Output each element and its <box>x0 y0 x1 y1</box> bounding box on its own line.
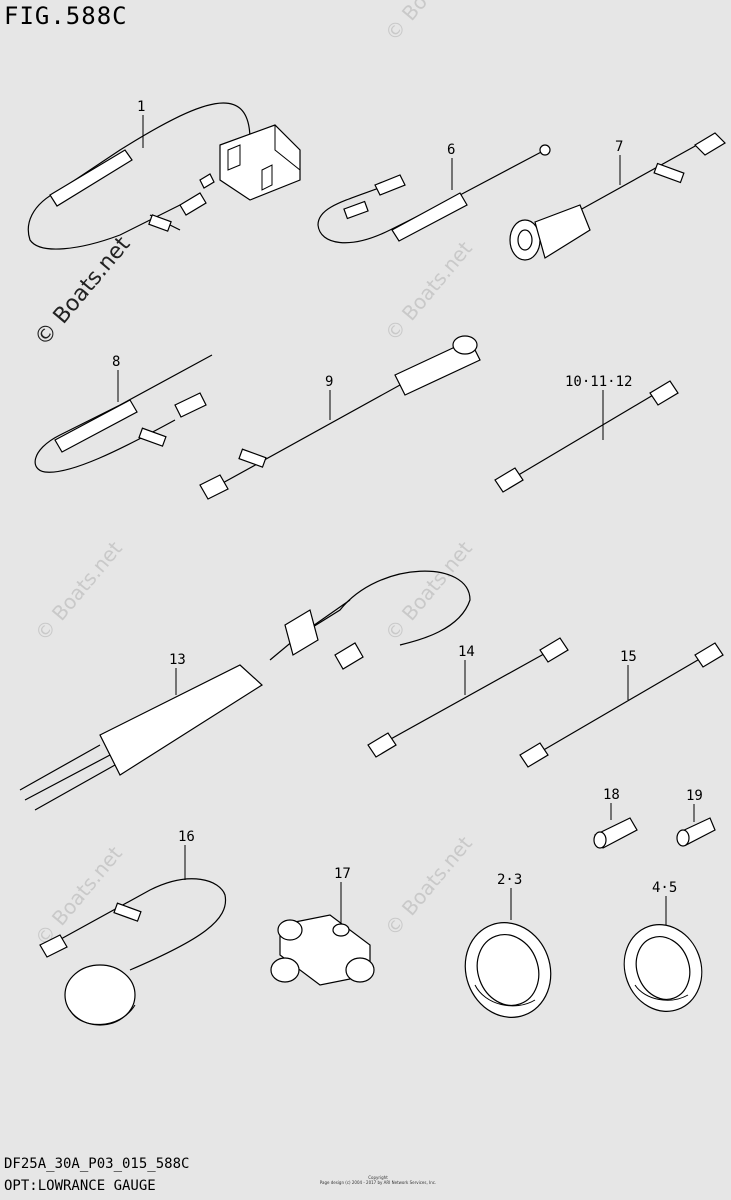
label-16: 16 <box>178 829 195 845</box>
part-8-power-cable[interactable] <box>34 354 213 473</box>
diagram-code: DF25A_30A_P03_015_588C <box>4 1156 190 1172</box>
part-4-5-gauge-ring[interactable] <box>612 896 714 1022</box>
part-15-cable[interactable] <box>519 642 724 768</box>
part-19-terminator[interactable] <box>676 804 716 847</box>
part-6-sensor-cable[interactable] <box>317 144 551 244</box>
label-7: 7 <box>615 139 623 155</box>
label-2-3: 2·3 <box>497 872 522 888</box>
label-8: 8 <box>112 354 120 370</box>
part-16-gps-antenna[interactable] <box>39 845 227 1026</box>
figure-title: FIG.588C <box>4 2 128 30</box>
copyright-line: Page design (c) 2004 - 2017 by ARI Netwo… <box>319 1180 437 1185</box>
part-10-11-12-extension-cable[interactable] <box>494 380 679 493</box>
label-6: 6 <box>447 142 455 158</box>
copyright-notice: Copyright Page design (c) 2004 - 2017 by… <box>318 1175 438 1185</box>
diagram-subtitle: OPT:LOWRANCE GAUGE <box>4 1178 156 1194</box>
part-13-harness[interactable] <box>19 570 471 811</box>
part-2-3-gauge-ring[interactable] <box>452 888 564 1029</box>
label-13: 13 <box>169 652 186 668</box>
label-9: 9 <box>325 374 333 390</box>
label-14: 14 <box>458 644 475 660</box>
label-4-5: 4·5 <box>652 880 677 896</box>
label-19: 19 <box>686 788 703 804</box>
part-18-terminator[interactable] <box>593 803 638 849</box>
copyright-line: Copyright <box>368 1175 388 1180</box>
label-18: 18 <box>603 787 620 803</box>
part-1-sensor-cable[interactable] <box>27 102 301 250</box>
label-15: 15 <box>620 649 637 665</box>
label-10-11-12: 10·11·12 <box>565 374 632 390</box>
label-1: 1 <box>137 99 145 115</box>
part-7-thru-hull-sensor[interactable] <box>509 132 726 261</box>
part-9-transducer-cable[interactable] <box>199 335 481 500</box>
part-17-t-connector[interactable] <box>270 882 375 986</box>
part-14-cable[interactable] <box>367 637 569 758</box>
label-17: 17 <box>334 866 351 882</box>
